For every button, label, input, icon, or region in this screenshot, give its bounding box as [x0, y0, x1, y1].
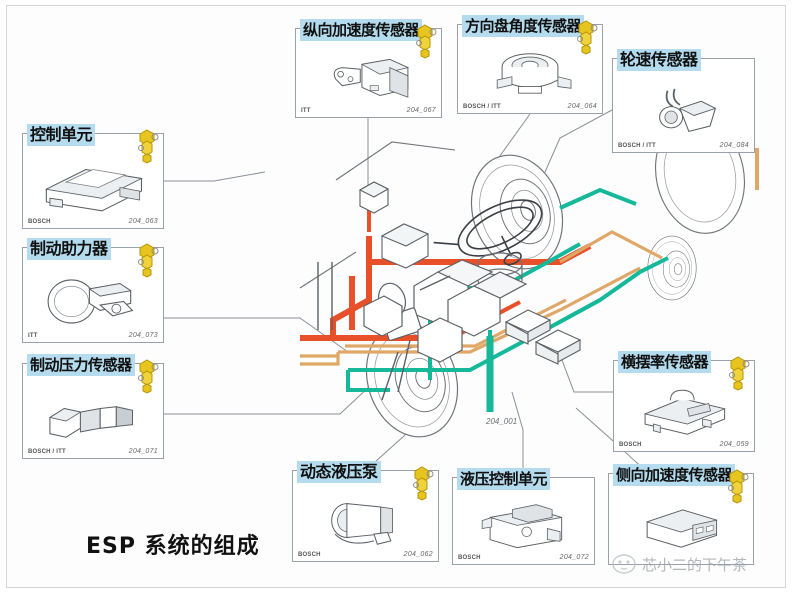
- panel-hydraulic-control-unit[interactable]: 液压控制单元 BOSCH 204_072: [452, 468, 595, 565]
- panel-brake-booster[interactable]: 制动助力器 ITT 204_073: [22, 238, 164, 343]
- panel-code-brake-booster: 204_073: [128, 332, 158, 339]
- panel-artwork-longaccel-icon: [296, 43, 441, 107]
- panel-label-longitudinal-accel-sensor: 纵向加速度传感器: [300, 19, 423, 41]
- panel-brand-hydraulic-control-unit: BOSCH: [458, 555, 481, 561]
- connector-plug-icon: [725, 468, 751, 504]
- panel-brand-longitudinal-accel-sensor: ITT: [301, 108, 311, 114]
- connector-plug-icon: [135, 242, 161, 278]
- connector-plug-icon: [410, 465, 436, 501]
- panel-brand-brake-booster: ITT: [28, 333, 38, 339]
- panel-label-steering-angle-sensor: 方向盘角度传感器: [462, 15, 585, 37]
- panel-code-dynamic-hydraulic-pump: 204_062: [403, 551, 433, 558]
- panel-label-dynamic-hydraulic-pump: 动态液压泵: [297, 461, 381, 483]
- panel-artwork-pressure-icon: [23, 378, 163, 448]
- panel-dynamic-hydraulic-pump[interactable]: 动态液压泵 BOSCH 204_062: [292, 461, 439, 562]
- panel-wheel-speed-sensor[interactable]: 轮速传感器 BOSCH / ITT 204_084: [612, 49, 755, 153]
- connector-plug-icon: [726, 355, 752, 391]
- panel-lateral-accel-sensor[interactable]: 侧向加速度传感器: [608, 464, 754, 565]
- watermark-text: 芯小二的下午茶: [642, 555, 748, 574]
- penguin-avatar-icon: [612, 554, 636, 574]
- panel-code-brake-pressure-sensor: 204_071: [128, 448, 158, 455]
- panel-brand-yaw-rate-sensor: BOSCH: [619, 442, 642, 448]
- panel-artwork-yawrate-icon: [614, 375, 754, 441]
- panel-code-control-unit: 204_063: [128, 218, 158, 225]
- panel-label-lateral-accel-sensor: 侧向加速度传感器: [613, 464, 736, 486]
- panel-artwork-pump-icon: [293, 485, 438, 551]
- panel-artwork-wheelspeed-icon: [613, 73, 754, 142]
- panel-brake-pressure-sensor[interactable]: 制动压力传感器 BOSCH / ITT 204_071: [22, 354, 164, 459]
- panel-brand-dynamic-hydraulic-pump: BOSCH: [298, 552, 321, 558]
- panel-artwork-lataccel-icon: [609, 488, 753, 554]
- panel-control-unit[interactable]: 控制单元 BOSCH 204_063: [22, 124, 164, 229]
- panel-label-wheel-speed-sensor: 轮速传感器: [617, 49, 701, 71]
- panel-label-control-unit: 控制单元: [27, 124, 96, 146]
- connector-plug-icon: [413, 23, 439, 59]
- panel-artwork-ecu-icon: [23, 148, 163, 218]
- page-title: ESP 系统的组成: [86, 534, 260, 559]
- panel-artwork-booster-icon: [23, 262, 163, 332]
- panel-artwork-hcu-icon: [453, 492, 594, 554]
- panel-label-brake-pressure-sensor: 制动压力传感器: [27, 354, 135, 376]
- panel-label-hydraulic-control-unit: 液压控制单元: [457, 468, 551, 490]
- panel-longitudinal-accel-sensor[interactable]: 纵向加速度传感器 ITT 204_067: [295, 19, 442, 118]
- panel-yaw-rate-sensor[interactable]: 横摆率传感器 BOSCH 204_059: [613, 351, 755, 452]
- panel-code-steering-angle-sensor: 204_064: [567, 103, 597, 110]
- watermark: 芯小二的下午茶: [612, 549, 788, 579]
- connector-plug-icon: [135, 128, 161, 164]
- panel-code-longitudinal-accel-sensor: 204_067: [406, 107, 436, 114]
- panel-code-hydraulic-control-unit: 204_072: [559, 554, 589, 561]
- panel-brand-wheel-speed-sensor: BOSCH / ITT: [618, 143, 656, 149]
- panel-code-wheel-speed-sensor: 204_084: [719, 142, 749, 149]
- connector-plug-icon: [135, 358, 161, 394]
- panel-brand-brake-pressure-sensor: BOSCH / ITT: [28, 449, 66, 455]
- panel-code-yaw-rate-sensor: 204_059: [719, 441, 749, 448]
- panel-label-yaw-rate-sensor: 横摆率传感器: [618, 351, 712, 373]
- panel-steering-angle-sensor[interactable]: 方向盘角度传感器 BOSCH / ITT 204_064: [457, 15, 603, 114]
- connector-plug-icon: [574, 19, 600, 55]
- panel-artwork-steerangle-icon: [458, 39, 602, 103]
- panel-brand-control-unit: BOSCH: [28, 219, 51, 225]
- panel-label-brake-booster: 制动助力器: [27, 238, 111, 260]
- panel-brand-steering-angle-sensor: BOSCH / ITT: [463, 104, 501, 110]
